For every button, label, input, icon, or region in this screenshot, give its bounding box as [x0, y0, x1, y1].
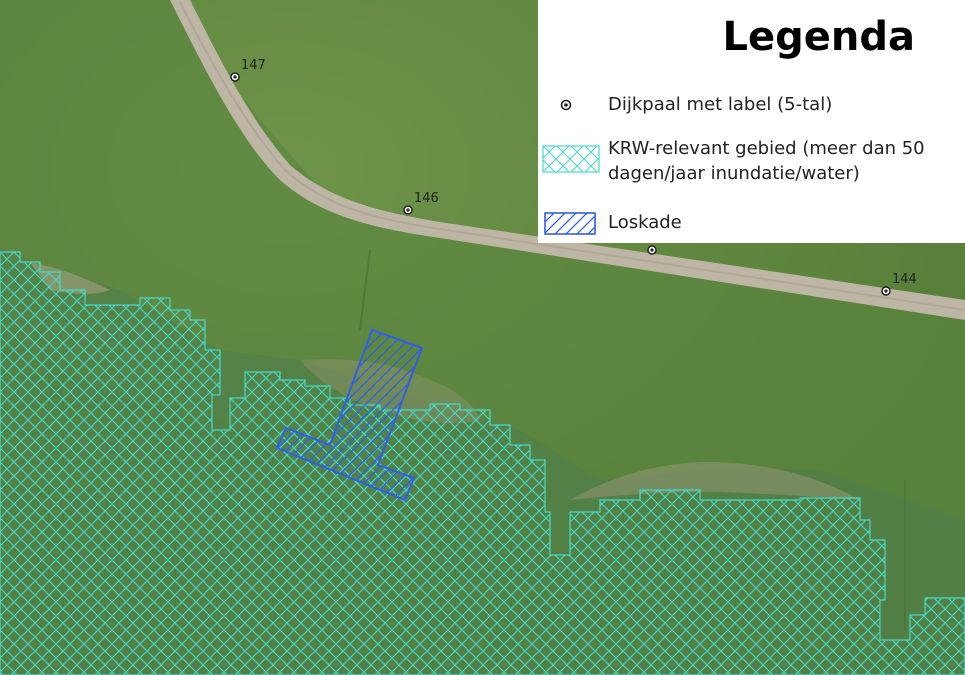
krw-relevant-area — [0, 251, 965, 675]
dike-post-icon — [560, 99, 572, 111]
diagonal-hatch-swatch-icon — [544, 212, 596, 235]
svg-text:146: 146 — [414, 191, 439, 206]
legend-label-dike-post: Dijkpaal met label (5-tal) — [608, 94, 833, 115]
crosshatch-swatch-icon — [542, 145, 600, 173]
svg-text:147: 147 — [241, 58, 266, 73]
loskade-area — [275, 328, 424, 502]
dike-post-144: 144 — [881, 272, 917, 296]
map-legend: Legenda Dijkpaal met label (5-tal) KRW-r… — [538, 0, 965, 243]
legend-label-krw-line1: KRW-relevant gebied (meer dan 50 — [608, 138, 925, 159]
dike-post-147: 147 — [230, 58, 266, 82]
svg-text:144: 144 — [892, 272, 917, 287]
legend-title: Legenda — [722, 14, 915, 60]
legend-label-loskade: Loskade — [608, 212, 682, 233]
dike-post-146: 146 — [403, 191, 439, 215]
legend-label-krw-line2: dagen/jaar inundatie/water) — [608, 163, 860, 184]
